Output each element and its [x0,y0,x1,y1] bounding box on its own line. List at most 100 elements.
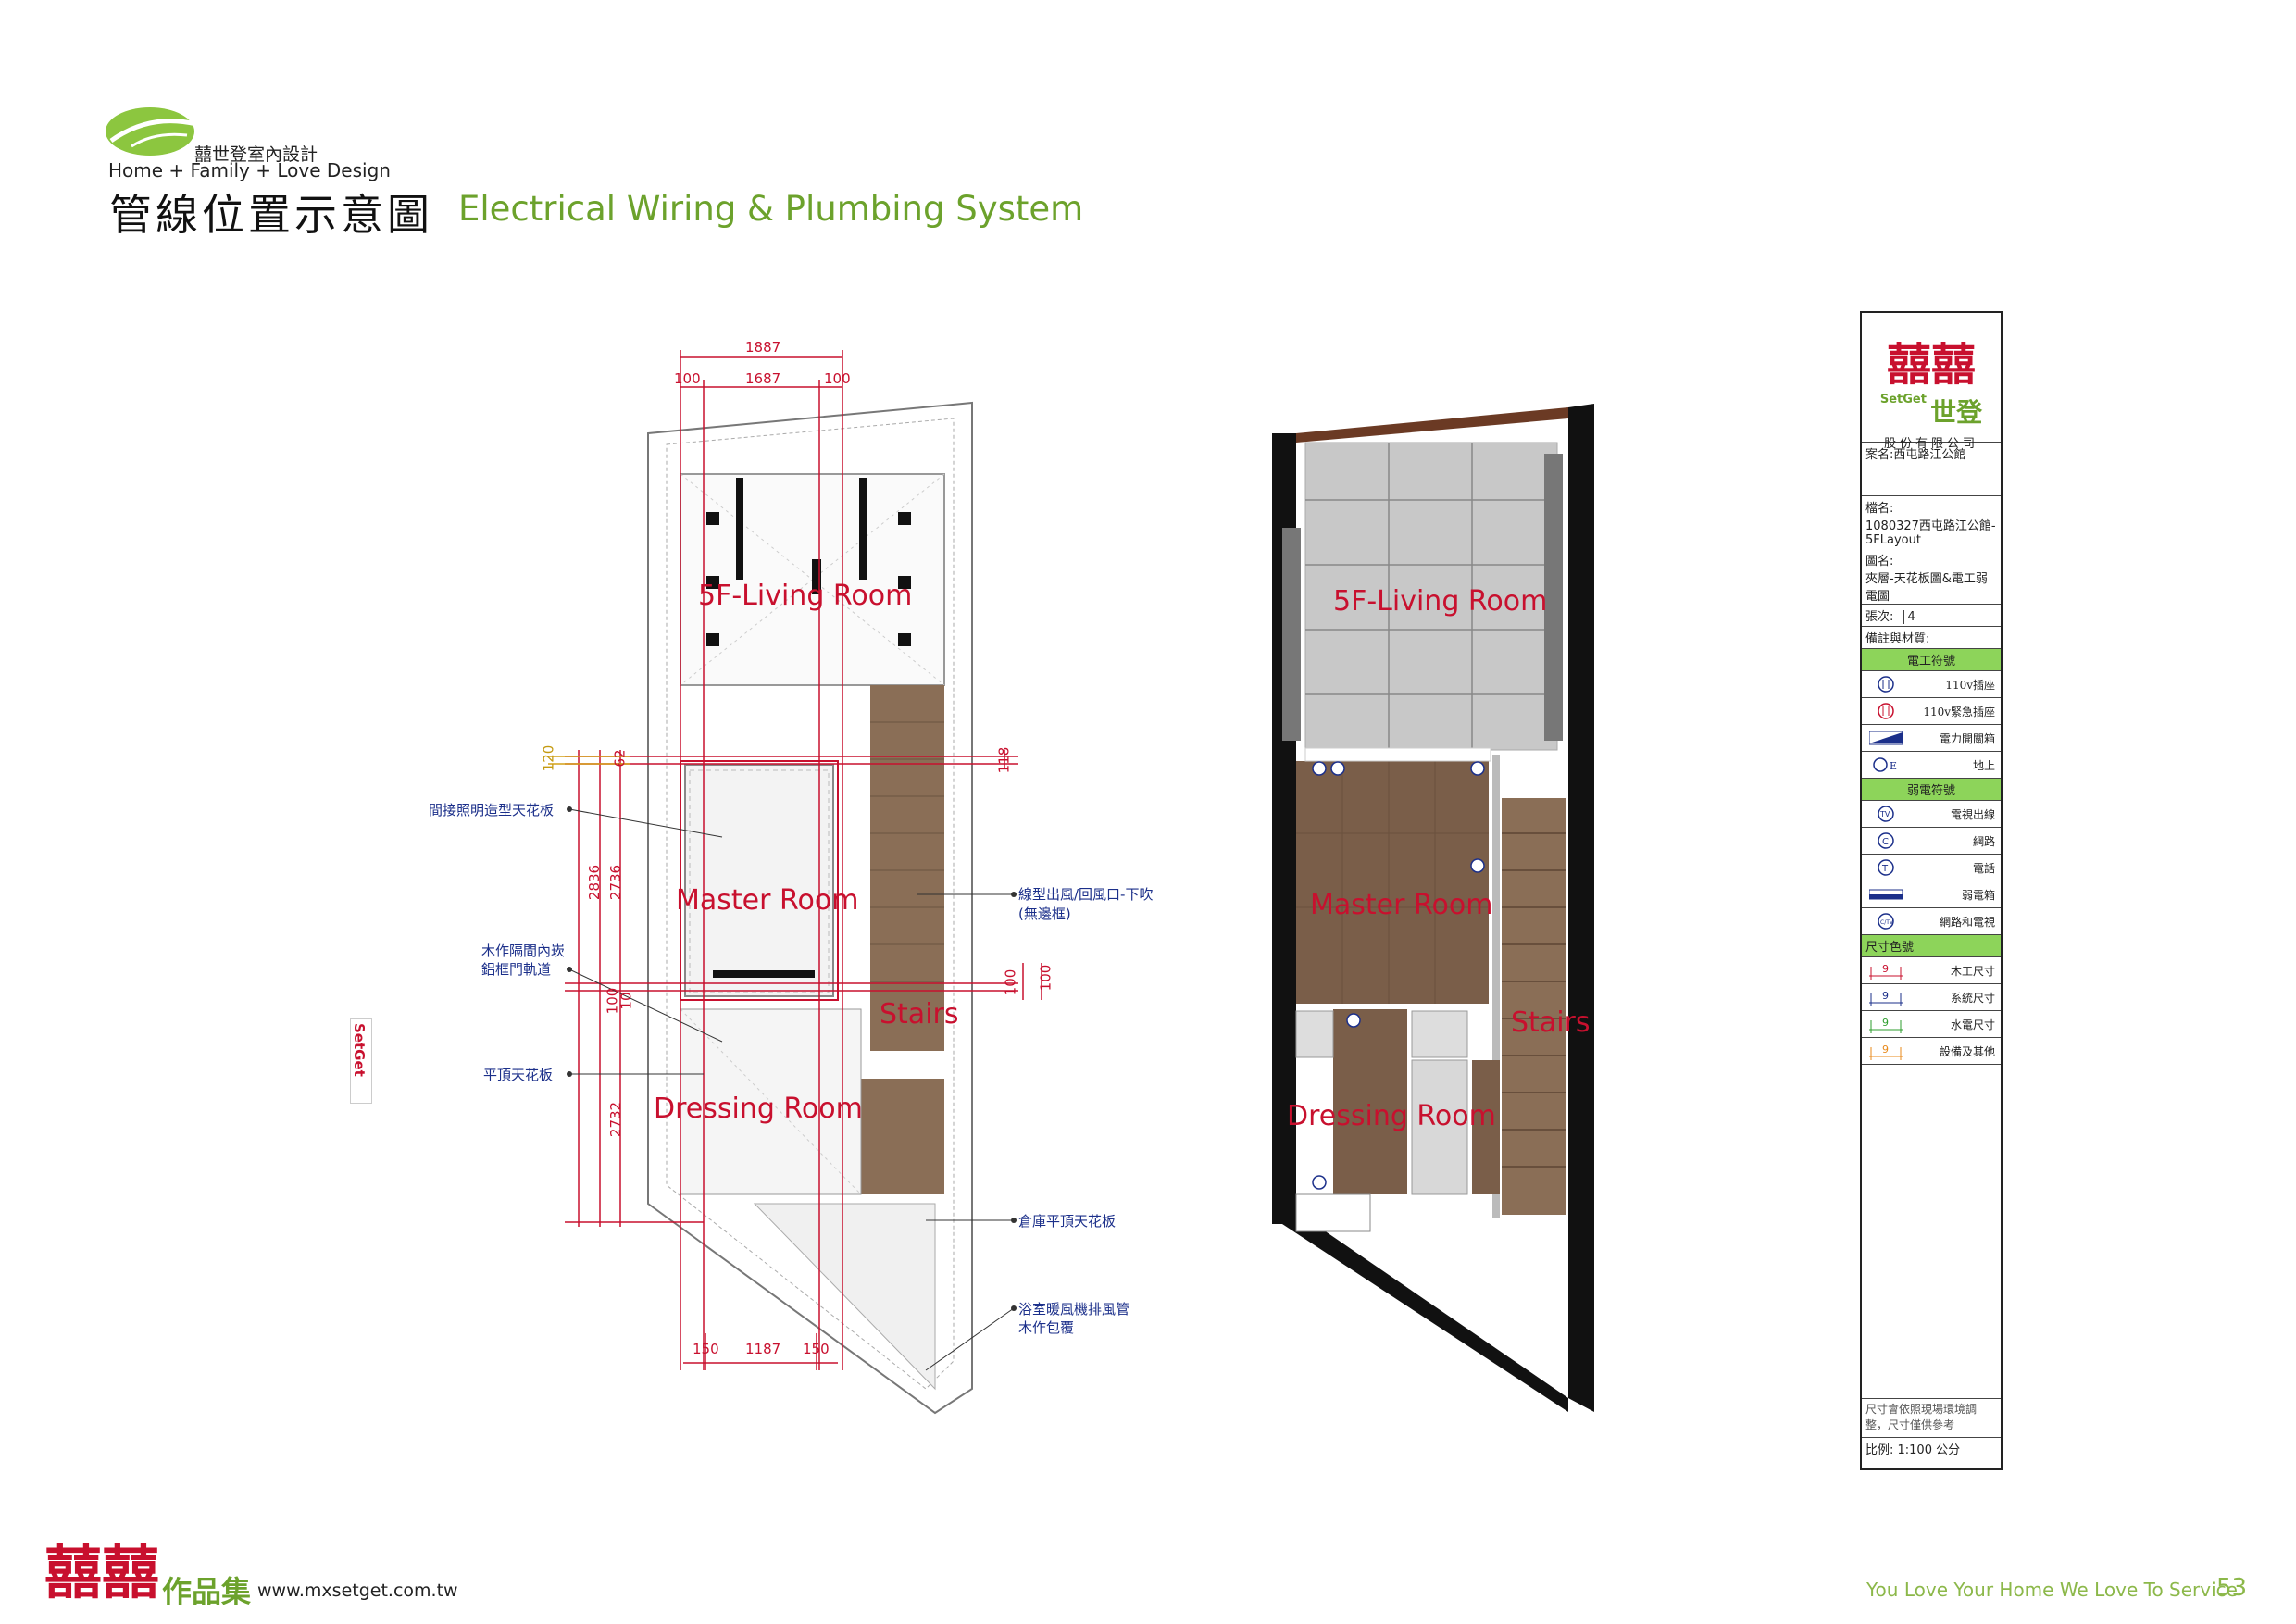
case-row: 案名:西屯路江公館 [1862,443,2001,496]
dim-top-left: 100 [674,370,701,387]
dim-left-10: 10 [618,992,635,1010]
tagline: Home + Family + Love Design [108,159,391,181]
legend-floor-outlet: E 地上 [1862,752,2001,779]
notes-row: 備註與材質: [1862,627,2001,649]
tv-icon: TV [1867,805,1904,823]
dim-top-mid: 1687 [745,370,781,387]
legend-emergency-outlet: 110v緊急插座 [1862,698,2001,725]
dim-bottom-left: 150 [693,1341,719,1357]
legend-network: C 網路 [1862,828,2001,855]
legend-label: 110v緊急插座 [1923,705,1995,718]
legend-dim-system: 9 系統尺寸 [1862,984,2001,1011]
right-room-master: Master Room [1310,889,1493,921]
legend-dim-plumbing: 9 水電尺寸 [1862,1011,2001,1038]
legend-label: 設備及其他 [1939,1044,1995,1058]
annotation-indirect-ceiling: 間接照明造型天花板 [429,802,555,818]
network-icon: C [1867,831,1904,850]
right-room-dressing: Dressing Room [1287,1100,1496,1132]
legend-label: 水電尺寸 [1950,1018,1995,1031]
file-row: 檔名: 1080327西屯路江公館-5FLayout [1862,496,2001,549]
svg-text:C: C [1882,837,1889,847]
logo-brand-zh: 世登 [1930,397,1983,428]
legend-power-box: 電力開關箱 [1862,725,2001,752]
left-room-dressing: Dressing Room [654,1093,863,1125]
title-block-logo: 囍囍 SetGet 世登 股份有限公司 [1862,313,2001,451]
right-room-stairs: Stairs [1511,1006,1591,1039]
dim-header: 尺寸色號 [1862,935,2001,957]
case-value: 西屯路江公館 [1893,448,1966,462]
left-room-master: Master Room [676,884,859,917]
footer-website[interactable]: www.mxsetget.com.tw [257,1580,458,1601]
company-name: 囍世登室內設計 [194,144,318,165]
emergency-outlet-icon [1867,702,1904,720]
svg-text:TV: TV [1879,810,1890,818]
page-title-zh: 管線位置示意圖 [109,190,433,240]
svg-text:C/TV: C/TV [1880,919,1894,926]
legend-label: 地上 [1972,758,1995,772]
dim-right-100a: 100 [1002,968,1019,996]
svg-text:T: T [1881,864,1889,874]
sheet-value: 4 [1903,610,1915,624]
legend-network-tv: C/TV 網路和電視 [1862,908,2001,935]
weak-box-icon [1867,885,1904,904]
dim-red-icon: 9 [1867,961,1904,980]
outlet-icon [1867,675,1904,693]
drawing-label: 圖名: [1866,555,1894,568]
phone-icon: T [1867,858,1904,877]
notes-label: 備註與材質: [1866,632,1930,646]
annotation-no-frame: (無邊框) [1018,906,1071,922]
right-room-living: 5F-Living Room [1333,585,1548,618]
drawing-value: 夾層-天花板圖&電工弱電圖 [1866,572,1988,604]
legend-tv: TV 電視出線 [1862,801,2001,828]
dim-bottom-right: 150 [803,1341,830,1357]
title-block: 囍囍 SetGet 世登 股份有限公司 案名:西屯路江公館 檔名: 108032… [1860,311,2003,1470]
sheet-label: 張次: [1866,610,1894,624]
svg-text:9: 9 [1882,963,1889,975]
legend-label: 電力開關箱 [1939,731,1995,745]
dim-left-2736: 2736 [607,864,625,901]
footer-logo: 囍囍 [44,1539,160,1606]
dim-orange-icon: 9 [1867,1042,1904,1060]
leaf-logo [104,104,215,163]
annotation-storage-ceiling: 倉庫平頂天花板 [1018,1213,1117,1230]
dim-green-icon: 9 [1867,1015,1904,1033]
logo-company: 股份有限公司 [1883,437,1978,451]
dim-left-62: 62 [611,749,629,768]
legend-dim-equipment: 9 設備及其他 [1862,1038,2001,1065]
floor-outlet-icon: E [1867,756,1904,774]
title-block-spacer [1862,1065,2001,1399]
legend-phone: T 電話 [1862,855,2001,881]
dim-right-118: 118 [995,746,1013,774]
page-title-en: Electrical Wiring & Plumbing System [458,189,1084,229]
file-value: 1080327西屯路江公館-5FLayout [1866,519,1996,547]
legend-label: 110v插座 [1945,678,1995,692]
svg-text:9: 9 [1882,1017,1889,1029]
legend-label: 木工尺寸 [1950,964,1995,978]
dim-blue-icon: 9 [1867,988,1904,1006]
scale-row: 比例: 1:100 公分 [1866,1443,1961,1457]
legend-label: 電視出線 [1950,807,1995,821]
electrical-header: 電工符號 [1862,649,2001,671]
dim-left-2732: 2732 [607,1101,625,1138]
legend-110v-outlet: 110v插座 [1862,671,2001,698]
annotation-door-track: 鋁框門軌道 [481,961,552,978]
sheet-row: 張次: 4 [1862,605,2001,627]
annotation-flat-ceiling: 平頂天花板 [483,1067,554,1083]
network-tv-icon: C/TV [1867,912,1904,931]
logo-brand: SetGet [1879,393,1927,406]
power-box-icon [1867,729,1904,747]
case-label: 案名: [1866,448,1894,462]
legend-label: 網路 [1972,834,1995,848]
footer-brand: 作品集 [162,1574,252,1609]
page-number: 53 [2216,1574,2248,1602]
setget-vertical-text: SetGet [351,1023,368,1077]
svg-text:9: 9 [1882,1043,1889,1056]
setget-vertical-logo: SetGet [350,1018,372,1104]
annotation-wood-cover: 木作包覆 [1018,1319,1075,1336]
dim-left-2836: 2836 [586,864,604,901]
logo-main: 囍囍 [1886,339,1976,391]
dim-bottom-mid: 1187 [745,1341,781,1357]
legend-weak-box: 弱電箱 [1862,881,2001,908]
legend-label: 網路和電視 [1939,915,1995,929]
